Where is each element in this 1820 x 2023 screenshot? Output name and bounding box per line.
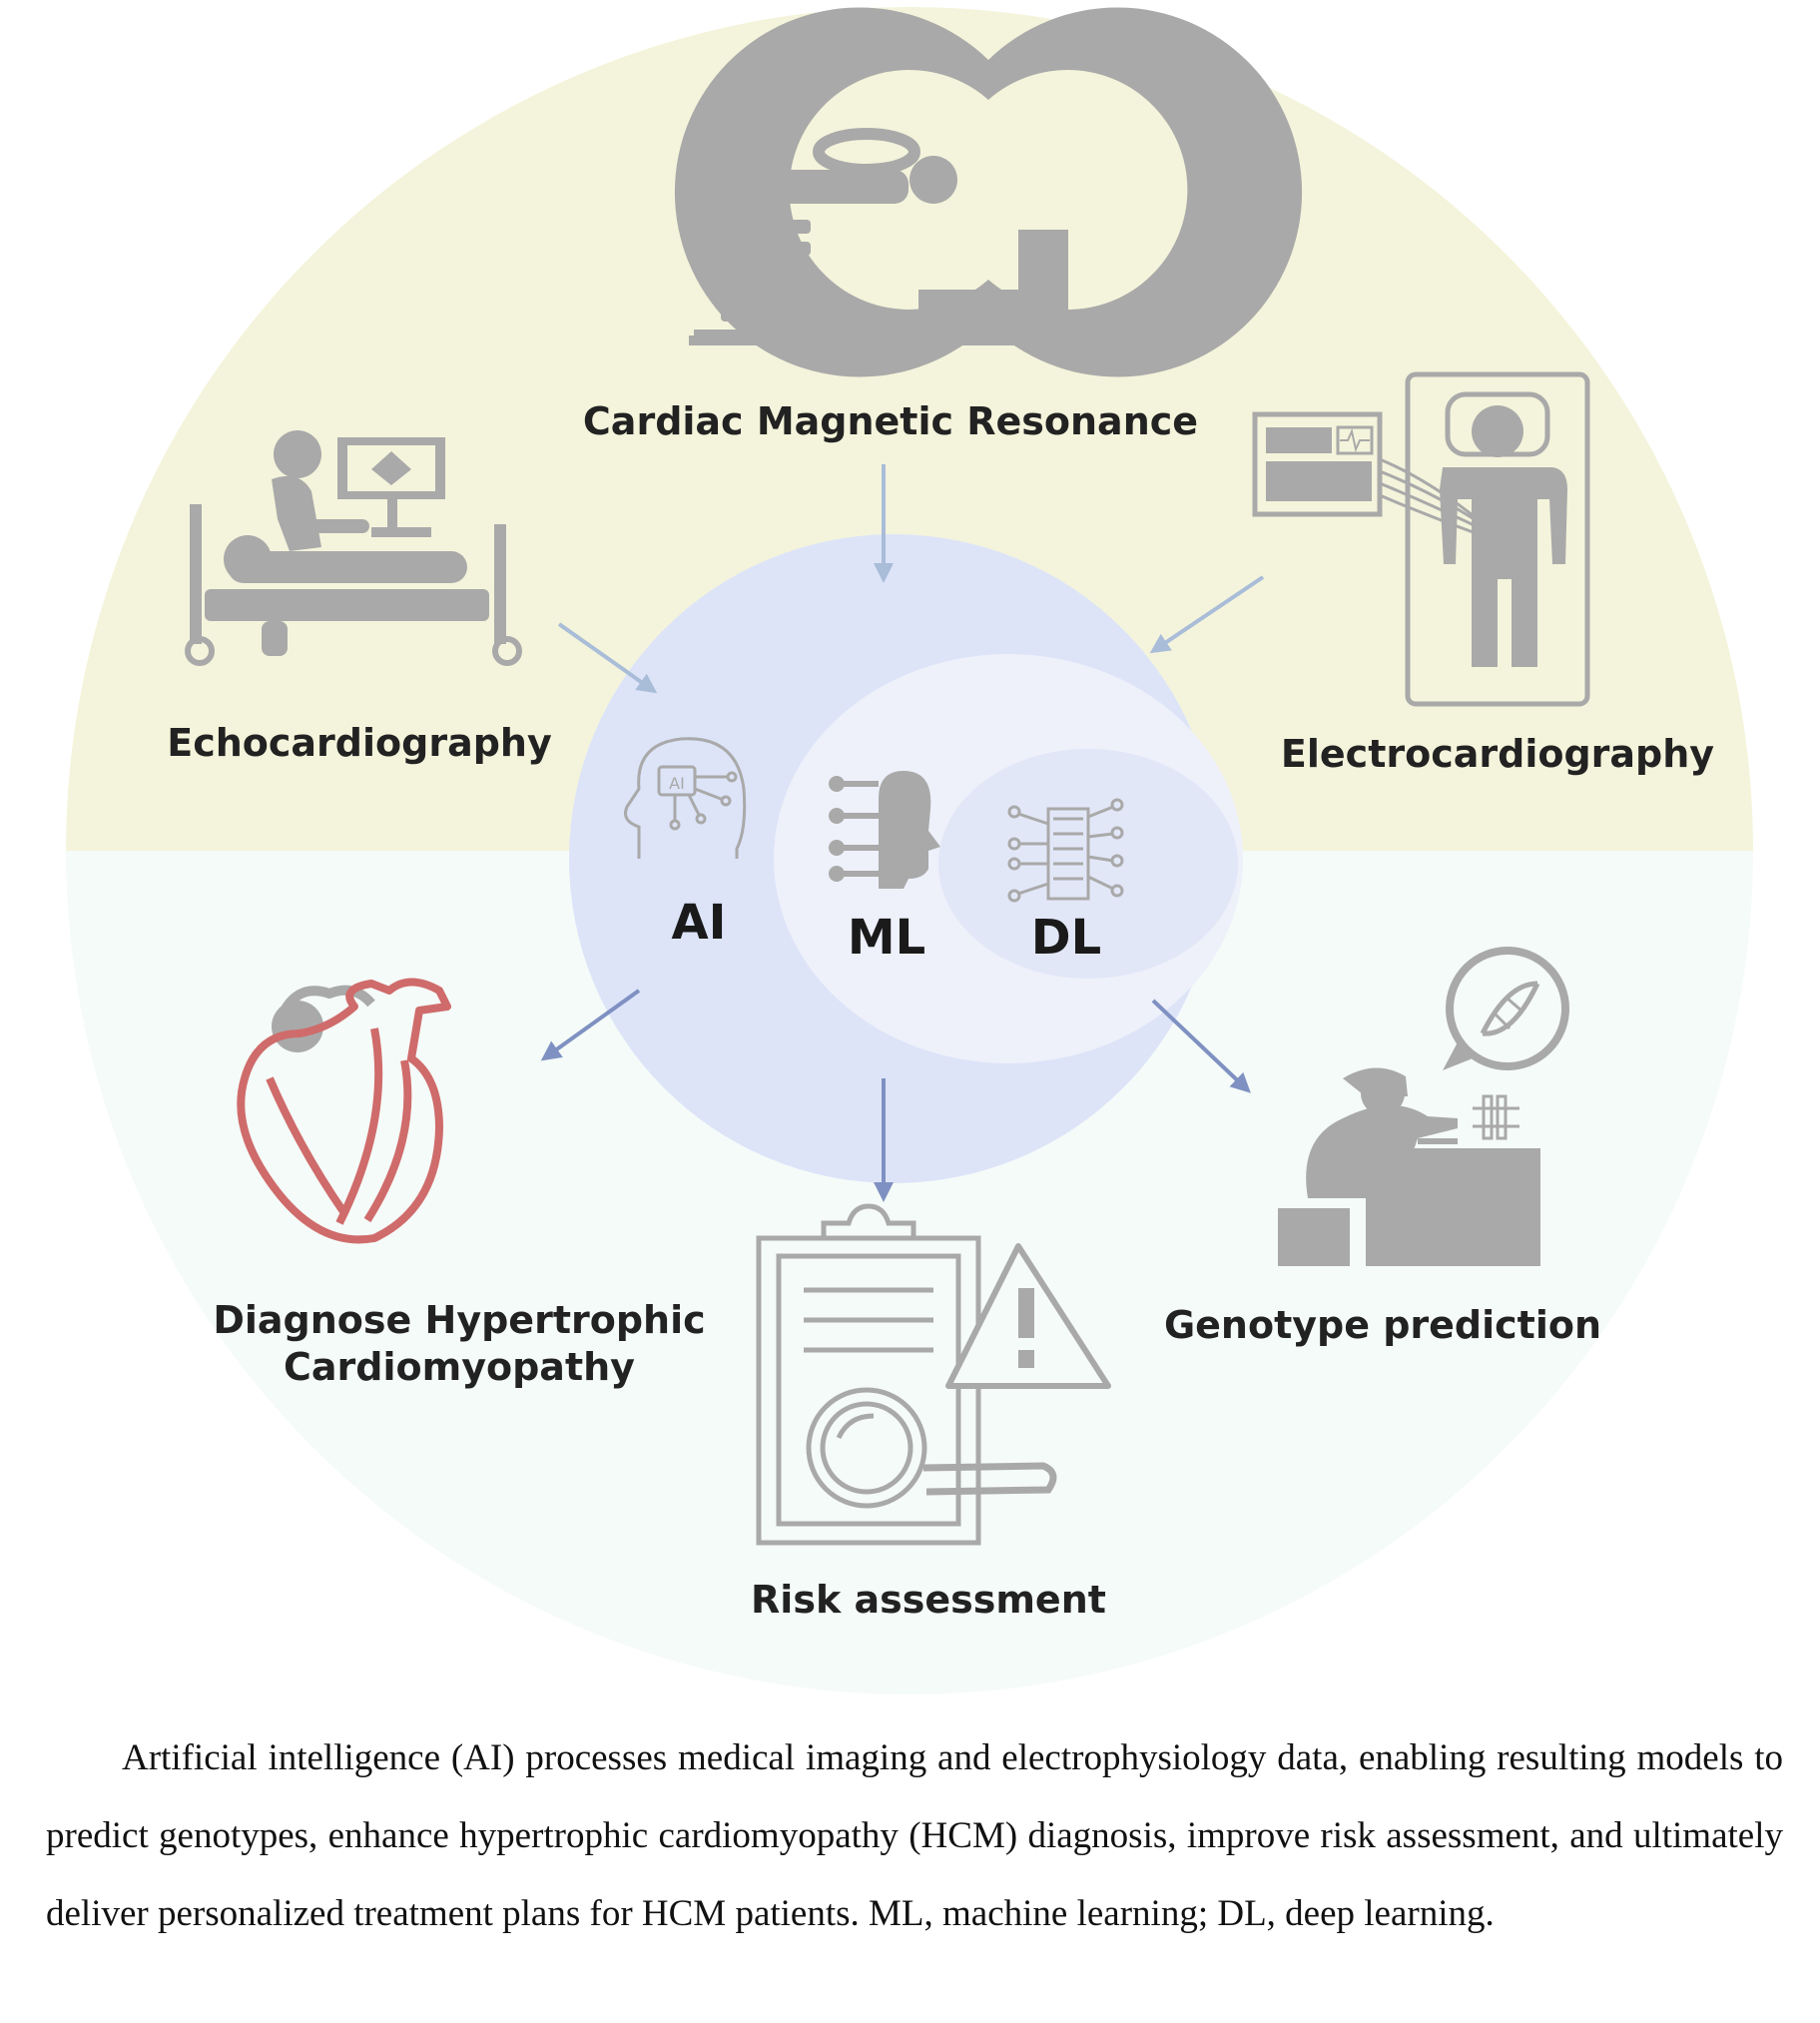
risk-assessment-icon [756, 1203, 1111, 1546]
label-risk-assessment: Risk assessment [751, 1578, 1106, 1622]
label-diagnose-line-2: Cardiomyopathy [284, 1345, 635, 1389]
label-diagnose-line-1: Diagnose Hypertrophic [213, 1298, 705, 1342]
mri-scanner-icon [674, 7, 1303, 377]
label-electrocardiography: Electrocardiography [1281, 732, 1714, 776]
arrow-ai-to-genotype [1151, 999, 1251, 1093]
output-arrows [540, 989, 1251, 1202]
arrow-ai-to-diagnose [540, 989, 641, 1061]
background-disc [66, 7, 1753, 1694]
label-cardiac-magnetic-resonance: Cardiac Magnetic Resonance [583, 399, 1198, 443]
input-arrows [557, 464, 1265, 694]
label-echocardiography: Echocardiography [167, 721, 552, 765]
diagram-canvas: AI AI ML DL [66, 7, 1753, 1694]
genotype-prediction-icon [1278, 947, 1569, 1266]
ml-label: ML [848, 910, 925, 966]
echocardiography-icon [185, 430, 522, 666]
label-genotype-prediction: Genotype prediction [1164, 1303, 1601, 1347]
electrocardiography-icon [1252, 371, 1590, 707]
ml-robot-head-icon [829, 771, 940, 889]
dl-label: DL [1031, 910, 1101, 966]
dl-neural-network-icon [1007, 798, 1124, 903]
figure-caption: Artificial intelligence (AI) processes m… [46, 1737, 1783, 1934]
ai-chip-text: AI [669, 774, 685, 793]
heart-icon [237, 978, 451, 1244]
ai-brain-head-icon [624, 737, 747, 859]
arrow-echo-to-ai [557, 622, 658, 694]
background-bottom-half [66, 851, 1753, 1694]
arrow-ecg-to-ai [1149, 575, 1265, 654]
background-top-half [66, 7, 1753, 851]
ai-ml-dl-core: AI AI ML DL [569, 534, 1243, 1183]
ai-label: AI [671, 895, 726, 951]
